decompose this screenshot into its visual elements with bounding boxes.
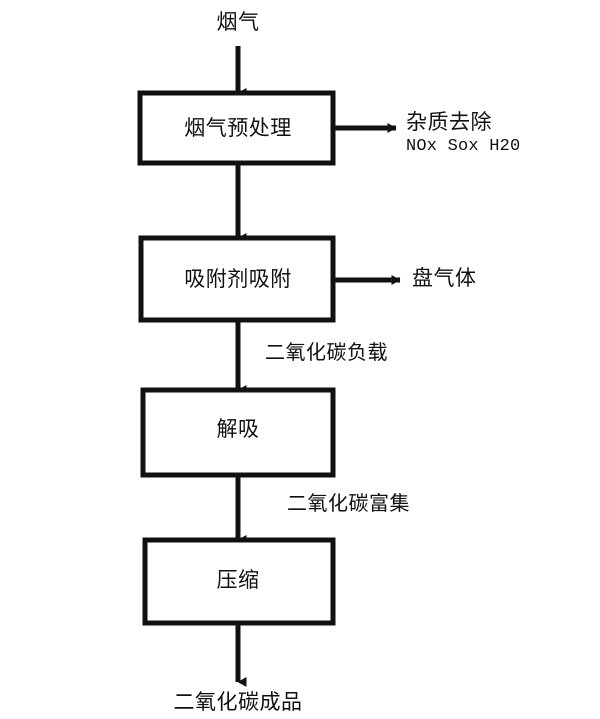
node-label-adsorption: 吸附剂吸附 xyxy=(184,268,292,291)
side-output-label-lean-gas: 盘气体 xyxy=(412,267,477,290)
side-output-label-impurity-removal: 杂质去除 xyxy=(406,111,492,134)
side-output-sublabel-impurity-species: NOx Sox H20 xyxy=(406,137,521,156)
node-label-desorption: 解吸 xyxy=(216,418,260,441)
edge-label-co2-loaded: 二氧化碳负载 xyxy=(265,342,388,364)
node-label-pretreatment: 烟气预处理 xyxy=(184,117,292,140)
box-adsorption xyxy=(138,235,336,323)
input-label-flue-gas: 烟气 xyxy=(216,11,260,34)
edge-label-co2-enriched: 二氧化碳富集 xyxy=(287,493,410,515)
output-label-co2-product: 二氧化碳成品 xyxy=(173,691,303,714)
node-label-compression: 压缩 xyxy=(216,569,260,592)
box-desorption xyxy=(140,387,336,478)
